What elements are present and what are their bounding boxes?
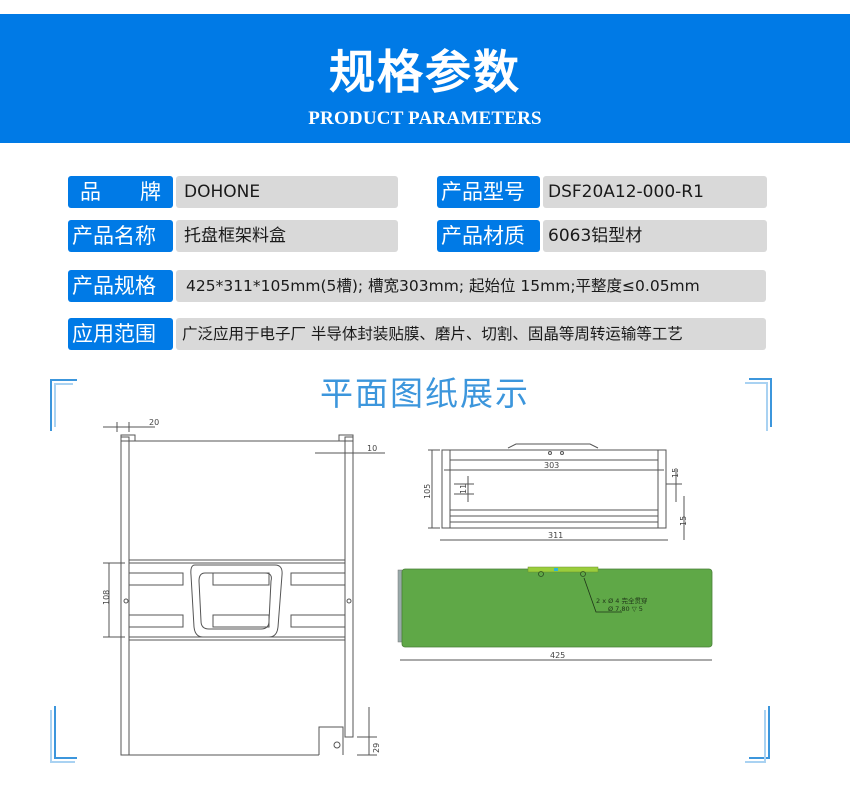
param-name: 产品名称 托盘框架料盒 [68,220,398,252]
svg-text:15: 15 [679,516,688,526]
corner-bracket-top-left [50,379,77,431]
corner-bracket-bottom-right [745,706,770,763]
corner-bracket-top-right [745,378,772,431]
svg-text:11: 11 [459,484,468,494]
header-banner: 规格参数 PRODUCT PARAMETERS [0,14,850,143]
param-value: DOHONE [176,176,398,208]
svg-text:303: 303 [544,461,559,470]
param-label: 应用范围 [68,318,173,350]
param-label: 品 牌 [68,176,173,208]
param-value: 6063铝型材 [543,220,767,252]
svg-text:29: 29 [372,743,381,753]
param-material: 产品材质 6063铝型材 [437,220,767,252]
svg-text:2 x Ø 4 完全贯穿: 2 x Ø 4 完全贯穿 [596,596,648,605]
svg-text:311: 311 [548,531,563,540]
param-value: 425*311*105mm(5槽); 槽宽303mm; 起始位 15mm;平整度… [176,270,766,302]
param-label: 产品规格 [68,270,173,302]
svg-text:425: 425 [550,651,565,660]
svg-text:108: 108 [102,590,111,605]
section-title: 平面图纸展示 [320,374,530,413]
param-value: 托盘框架料盒 [176,220,398,252]
param-label: 产品材质 [437,220,540,252]
param-label: 产品型号 [437,176,540,208]
svg-text:15: 15 [671,468,680,478]
svg-text:Ø 7.80 ▽ 5: Ø 7.80 ▽ 5 [608,605,643,613]
param-spec: 产品规格 425*311*105mm(5槽); 槽宽303mm; 起始位 15m… [68,270,766,302]
param-value: DSF20A12-000-R1 [543,176,767,208]
param-model: 产品型号 DSF20A12-000-R1 [437,176,767,208]
param-label: 产品名称 [68,220,173,252]
svg-text:20: 20 [149,418,159,427]
top-view-drawing: 20 10 108 29 [102,418,385,756]
param-value: 广泛应用于电子厂 半导体封装贴膜、磨片、切割、固晶等周转运输等工艺 [176,318,766,350]
page-subtitle: PRODUCT PARAMETERS [308,108,542,129]
front-view-drawing: 105 303 11 15 15 311 [423,443,688,541]
param-application: 应用范围 广泛应用于电子厂 半导体封装贴膜、磨片、切割、固晶等周转运输等工艺 [68,318,766,350]
side-view-drawing: 2 x Ø 4 完全贯穿 Ø 7.80 ▽ 5 425 [397,566,713,661]
param-brand: 品 牌 DOHONE [68,176,398,208]
svg-text:10: 10 [367,444,377,453]
corner-bracket-bottom-left [50,706,77,763]
page-title: 规格参数 [329,45,521,99]
svg-text:105: 105 [423,484,432,499]
